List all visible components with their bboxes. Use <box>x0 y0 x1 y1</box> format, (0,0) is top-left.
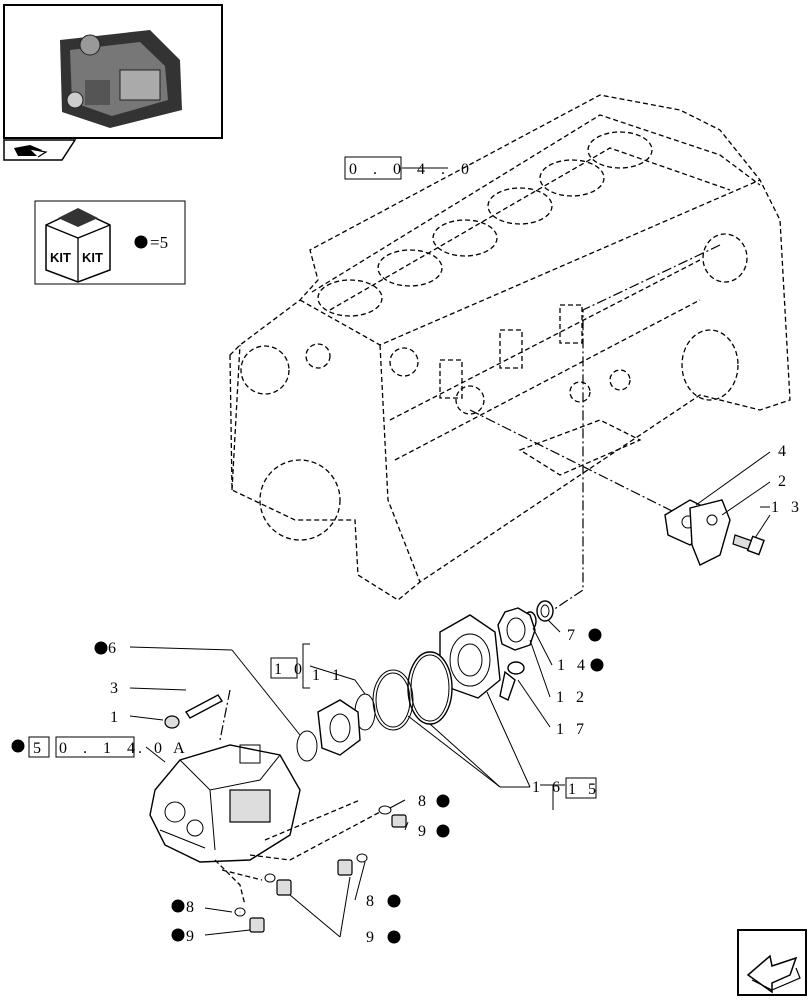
callout-labels: 4 2 1 3 7 1 4 1 2 1 7 1 0 1 1 6 3 1 1 6 … <box>94 443 803 946</box>
callout-8c[interactable]: 8 <box>186 899 198 916</box>
cover-plate-part-2[interactable] <box>689 499 731 566</box>
callout-17[interactable]: 1 7 <box>556 721 588 738</box>
gear-part-12[interactable] <box>497 607 536 651</box>
callout-8c-bullet-icon <box>171 899 185 913</box>
bolt-part-13[interactable] <box>732 534 765 556</box>
nav-back-tab[interactable] <box>3 139 77 161</box>
callout-16[interactable]: 1 6 <box>532 779 564 796</box>
flange-housing-part-15[interactable] <box>439 614 501 699</box>
callout-7-bullet-icon <box>588 628 602 642</box>
callout-2[interactable]: 2 <box>778 473 790 490</box>
pump-dash-connector <box>214 799 381 906</box>
callout-6[interactable]: 6 <box>108 640 120 657</box>
callout-15[interactable]: 1 5 <box>568 781 600 798</box>
o-ring-part-16b[interactable] <box>372 669 414 731</box>
callout-9b[interactable]: 9 <box>366 929 378 946</box>
kit-legend: KIT KIT =5 <box>34 200 186 285</box>
callout-12[interactable]: 1 2 <box>556 689 588 706</box>
callout-9c-bullet-icon <box>171 928 185 942</box>
callout-10[interactable]: 1 0 <box>274 661 306 678</box>
open-book-arrow-icon <box>14 145 48 158</box>
bolt-part-17[interactable] <box>499 661 525 701</box>
pin-part-3[interactable] <box>184 694 224 719</box>
fitting-part-8a[interactable] <box>378 805 392 815</box>
next-page-button[interactable] <box>737 929 807 996</box>
kit-box-icon: KIT KIT <box>45 208 111 283</box>
callout-9a-bullet-icon <box>436 824 450 838</box>
adapter-part-10[interactable] <box>317 699 361 756</box>
callout-8b-bullet-icon <box>387 894 401 908</box>
fitting-part-9a[interactable] <box>391 814 407 828</box>
injection-pump-drawing[interactable] <box>149 744 301 863</box>
o-ring-part-16a[interactable] <box>407 651 453 725</box>
kit-badge-right: KIT <box>82 250 103 265</box>
callout-13[interactable]: 1 3 <box>771 499 803 516</box>
engine-block-drawing <box>229 94 791 601</box>
callout-11[interactable]: 1 1 <box>312 667 344 684</box>
fitting-part-9b[interactable] <box>337 859 353 876</box>
callout-9c[interactable]: 9 <box>186 928 198 945</box>
pump-ref-suffix: . 0 A <box>138 740 189 757</box>
callout-9b-bullet-icon <box>387 930 401 944</box>
leader-lines <box>129 451 771 938</box>
plug-part-1[interactable] <box>164 715 180 729</box>
fitting-part-9c[interactable] <box>249 879 292 933</box>
pump-ref-box[interactable]: 0 . 1 4 <box>59 740 141 757</box>
assembly-lines <box>219 244 721 741</box>
callout-14-bullet-icon <box>590 658 604 672</box>
callout-14[interactable]: 1 4 <box>557 657 589 674</box>
next-page-arrow-icon <box>746 954 801 994</box>
fitting-part-8c[interactable] <box>234 873 276 917</box>
callout-1[interactable]: 1 <box>110 709 122 726</box>
callout-4[interactable]: 4 <box>778 443 790 460</box>
engine-thumbnail-icon <box>60 30 182 128</box>
pump-reference: 5 0 . 1 4 . 0 A <box>11 736 189 758</box>
fitting-part-8b[interactable] <box>356 853 368 863</box>
engine-thumbnail[interactable] <box>3 4 223 139</box>
engine-block-reference: 0 . 0 4 . 0 <box>344 156 475 180</box>
kit-badge-left: KIT <box>50 250 71 265</box>
kit-bullet-icon <box>134 235 148 249</box>
kit-equals-text: =5 <box>150 233 168 252</box>
callout-8a[interactable]: 8 <box>418 793 430 810</box>
pump-ref-bullet-icon <box>11 739 25 753</box>
pump-ref-prefix: 5 <box>33 740 45 757</box>
callout-6-bullet-icon <box>94 641 108 655</box>
callout-9a[interactable]: 9 <box>418 823 430 840</box>
engine-block-ref-text: 0 . 0 4 . 0 <box>349 161 475 178</box>
seal-part-7[interactable] <box>536 600 554 622</box>
callout-8a-bullet-icon <box>436 794 450 808</box>
callout-8b[interactable]: 8 <box>366 893 378 910</box>
o-ring-part-6[interactable] <box>296 730 318 762</box>
callout-7[interactable]: 7 <box>567 627 579 644</box>
callout-3[interactable]: 3 <box>110 680 122 697</box>
